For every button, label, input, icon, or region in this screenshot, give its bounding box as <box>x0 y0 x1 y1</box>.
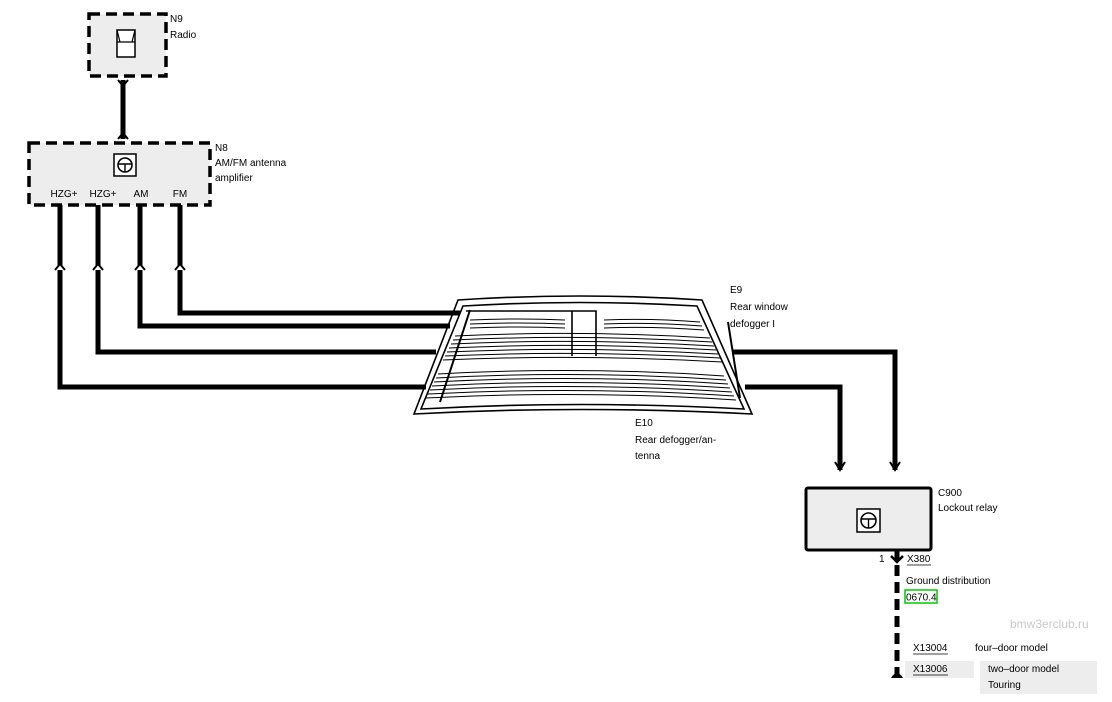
antenna-name-line2: tenna <box>635 451 660 462</box>
pin-label-am: AM <box>134 189 149 200</box>
amplifier-name-line1: AM/FM antenna <box>215 158 287 169</box>
ground-wire <box>890 550 904 678</box>
relay-icon <box>856 508 881 533</box>
variant-two-door-label: two–door model <box>988 664 1059 675</box>
variant-two-door-connector-bg <box>905 661 974 678</box>
antenna-name-line1: Rear defogger/an- <box>635 435 716 446</box>
antenna-id: E10 <box>635 418 653 429</box>
ground-connector: X380 <box>907 554 931 565</box>
variant-connector-two-door: X13006 <box>913 664 948 675</box>
defogger-name-line2: defogger I <box>730 319 775 330</box>
radio-name: Radio <box>170 30 197 41</box>
ground-distribution-label: Ground distribution <box>906 576 991 587</box>
amplifier-wires <box>54 205 460 390</box>
rear-window-glass-icon[interactable] <box>412 295 754 415</box>
defogger-id: E9 <box>730 285 743 296</box>
ground-distribution-link[interactable]: 0670.4 <box>906 593 937 604</box>
watermark: bmw3erclub.ru <box>1010 617 1089 631</box>
relay-name: Lockout relay <box>938 503 997 514</box>
variant-four-door-label: four–door model <box>975 643 1048 654</box>
amplifier-id: N8 <box>215 143 228 154</box>
pin-label-hzg1: HZG+ <box>51 189 78 200</box>
pin-label-fm: FM <box>173 189 187 200</box>
radio-component[interactable]: N9 Radio <box>87 12 197 78</box>
lockout-relay-component[interactable]: C900 Lockout relay <box>804 486 997 552</box>
pin-label-hzg2: HZG+ <box>90 189 117 200</box>
ground-pin-number: 1 <box>879 554 885 565</box>
defogger-name-line1: Rear window <box>730 302 789 313</box>
relay-wires <box>733 349 901 472</box>
variant-connector-four-door: X13004 <box>913 643 948 654</box>
amplifier-icon <box>113 153 137 177</box>
amplifier-component[interactable]: N8 AM/FM antenna amplifier HZG+ HZG+ AM … <box>27 141 287 207</box>
variant-touring-label: Touring <box>988 680 1021 691</box>
ground-link-highlight <box>904 589 938 604</box>
connector-arrow-icon <box>117 79 129 140</box>
radio-id: N9 <box>170 14 183 25</box>
radio-icon <box>116 29 136 58</box>
amplifier-name-line2: amplifier <box>215 173 253 184</box>
variant-two-door-bg <box>980 661 1097 694</box>
relay-id: C900 <box>938 488 962 499</box>
